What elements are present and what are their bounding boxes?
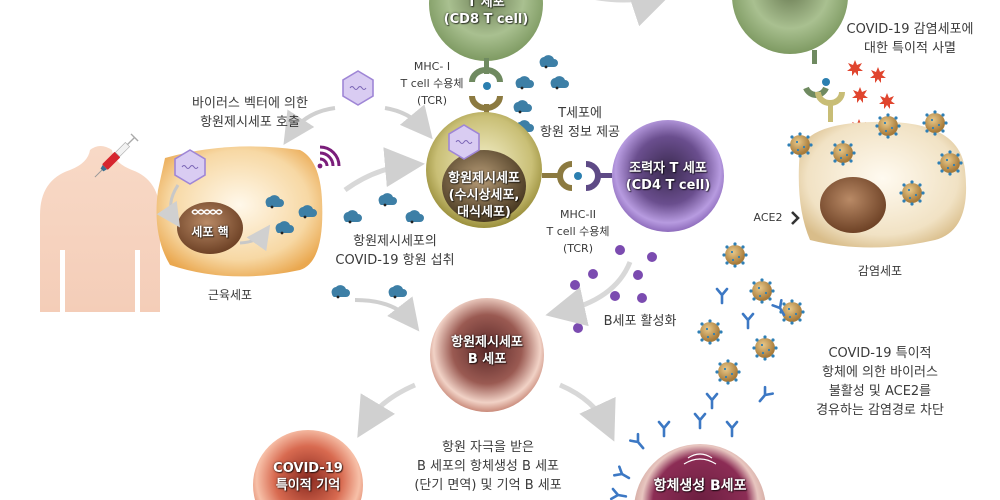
label-muscle-cell: 근육세포 bbox=[207, 288, 253, 302]
label-line: 대식세포) bbox=[457, 205, 511, 220]
label-specific-kill: COVID-19 감염세포에 대한 특이적 사멸 bbox=[835, 20, 985, 58]
label-vector-recruit: 바이러스 벡터에 의한 항원제시세포 호출 bbox=[160, 94, 340, 132]
cd8-t-cell bbox=[429, 0, 543, 122]
label-line: 항체에 의한 바이러스 bbox=[822, 365, 938, 380]
label-line: T cell 수용체 bbox=[546, 225, 610, 238]
human-body-figure bbox=[40, 146, 160, 312]
label-line: 항원제시세포 bbox=[451, 335, 523, 350]
label-line: 항원제시세포의 bbox=[353, 234, 437, 249]
label-ace2: ACE2 bbox=[753, 211, 783, 224]
label-memory-cell: COVID-19 특이적 기억 bbox=[258, 460, 358, 494]
label-line: COVID-19 특이적 bbox=[828, 346, 932, 361]
label-line: COVID-19 bbox=[273, 461, 343, 476]
label-line: T세포에 bbox=[558, 106, 602, 121]
label-line: (단기 면역) 및 기억 B 세포 bbox=[414, 478, 562, 493]
label-b-stimulated: 항원 자극을 받은 B 세포의 항체생성 B 세포 (단기 면역) 및 기억 B… bbox=[393, 438, 583, 495]
label-line: 경유하는 감염경로 차단 bbox=[816, 403, 944, 418]
label-line: 항원제시세포 호출 bbox=[200, 115, 300, 130]
cytotoxic-t-cell bbox=[732, 0, 848, 122]
label-plasma-cell: 항체생성 B세포 bbox=[653, 478, 747, 494]
label-apc-uptake: 항원제시세포의 COVID-19 항원 섭취 bbox=[315, 232, 475, 270]
label-apc-cell: 항원제시세포 (수시상세포, 대식세포) bbox=[434, 170, 534, 221]
label-mhc2: MHC-II T cell 수용체 (TCR) bbox=[538, 206, 618, 257]
neutralized-viruses bbox=[697, 242, 805, 410]
label-line: B 세포의 항체생성 B 세포 bbox=[416, 459, 559, 474]
label-line: 대한 특이적 사멸 bbox=[864, 41, 956, 56]
signal-icon bbox=[317, 145, 341, 169]
label-line: 바이러스 벡터에 의한 bbox=[192, 96, 308, 111]
label-line: T 세포 bbox=[467, 0, 505, 10]
label-b-activation: B세포 활성화 bbox=[603, 314, 677, 329]
label-line: COVID-19 감염세포에 bbox=[846, 22, 974, 37]
label-line: (CD4 T cell) bbox=[625, 178, 711, 193]
apc-b-cell bbox=[430, 298, 544, 412]
label-line: 불활성 및 ACE2를 bbox=[828, 384, 932, 399]
label-mhc1: MHC- I T cell 수용체 (TCR) bbox=[392, 58, 472, 109]
label-line: MHC-II bbox=[560, 208, 596, 221]
plasma-b-cell bbox=[609, 412, 766, 500]
label-line: (CD8 T cell) bbox=[443, 12, 529, 27]
label-line: 조력자 T 세포 bbox=[629, 161, 707, 176]
label-line: B 세포 bbox=[467, 352, 507, 367]
syringe-icon bbox=[94, 133, 139, 178]
label-line: 항원 정보 제공 bbox=[539, 125, 621, 140]
label-apc-b-cell: 항원제시세포 B 세포 bbox=[437, 334, 537, 368]
label-line: MHC- I bbox=[413, 60, 451, 73]
label-cd8-cell: T 세포 (CD8 T cell) bbox=[436, 0, 536, 28]
label-line: (수시상세포, bbox=[448, 188, 520, 203]
muscle-cell bbox=[156, 146, 323, 277]
label-line: T cell 수용체 bbox=[400, 77, 464, 90]
cd4-t-cell bbox=[612, 120, 724, 232]
label-nucleus: 세포 핵 bbox=[191, 225, 229, 239]
label-line: (TCR) bbox=[563, 242, 593, 255]
label-line: COVID-19 항원 섭취 bbox=[335, 253, 455, 268]
memory-b-cell bbox=[253, 430, 363, 500]
label-antigen-info: T세포에 항원 정보 제공 bbox=[530, 104, 630, 142]
label-infected-cell: 감염세포 bbox=[857, 264, 903, 278]
label-cd4-cell: 조력자 T 세포 (CD4 T cell) bbox=[613, 160, 723, 194]
label-line: (TCR) bbox=[417, 94, 447, 107]
label-line: 항원 자극을 받은 bbox=[442, 440, 534, 455]
label-line: 특이적 기억 bbox=[275, 478, 341, 493]
viral-vector-icon bbox=[342, 70, 374, 106]
antigen-presenting-cell bbox=[426, 112, 612, 228]
infected-cell bbox=[787, 110, 967, 248]
label-line: 항원제시세포 bbox=[448, 171, 520, 186]
label-neutralize: COVID-19 특이적 항체에 의한 바이러스 불활성 및 ACE2를 경유하… bbox=[790, 344, 970, 420]
